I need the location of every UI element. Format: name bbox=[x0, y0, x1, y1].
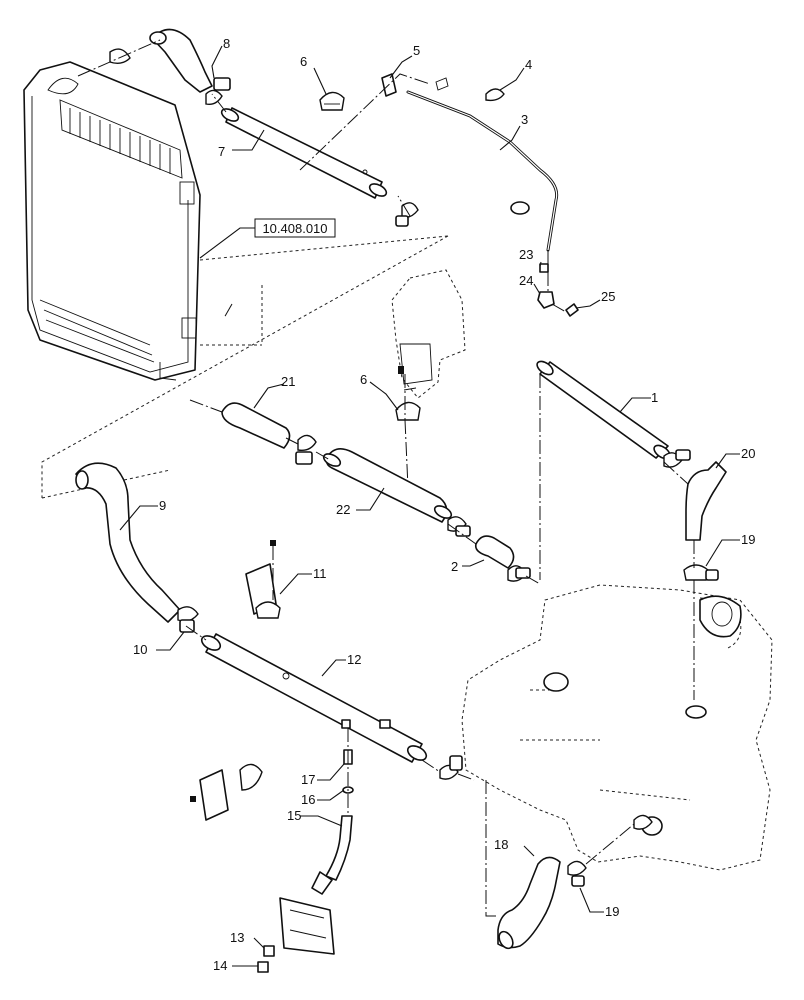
plug-26 bbox=[565, 303, 579, 317]
hose-22 bbox=[221, 402, 317, 465]
hose-9 bbox=[75, 462, 199, 633]
callout-11: 11 bbox=[313, 566, 327, 581]
valve-13 bbox=[263, 945, 275, 957]
radiator bbox=[23, 61, 201, 381]
engine-cap bbox=[543, 672, 569, 692]
hose-2 bbox=[474, 535, 531, 582]
callout-4: 4 bbox=[525, 57, 532, 72]
hose-21 bbox=[685, 461, 727, 541]
bracket-lower-left bbox=[190, 763, 263, 821]
callout-7: 7 bbox=[218, 144, 225, 159]
callout-6b: 6 bbox=[360, 372, 367, 387]
callout-2: 2 bbox=[451, 559, 458, 574]
engine-outlet bbox=[699, 595, 742, 638]
drain-bracket bbox=[279, 897, 335, 955]
callout-23: 22 bbox=[336, 502, 350, 517]
callout-25: 24 bbox=[519, 273, 533, 288]
line-3 bbox=[406, 90, 559, 252]
callout-14: 14 bbox=[213, 958, 227, 973]
callout-6a: 6 bbox=[300, 54, 307, 69]
callout-16: 16 bbox=[301, 792, 315, 807]
hose-23 bbox=[322, 448, 471, 537]
hose-18 bbox=[497, 856, 587, 950]
callout-17: 17 bbox=[301, 772, 315, 787]
callout-3: 3 bbox=[521, 112, 528, 127]
clamp-12-end bbox=[439, 755, 463, 780]
fitting-25 bbox=[537, 291, 555, 309]
engine-outline bbox=[461, 584, 773, 871]
callout-10: 10 bbox=[133, 642, 147, 657]
callout-13: 13 bbox=[230, 930, 244, 945]
reference-label: 10.408.010 bbox=[262, 221, 327, 236]
callout-12: 12 bbox=[347, 652, 361, 667]
bracket-outline bbox=[391, 269, 466, 399]
engine-inlet bbox=[685, 705, 707, 719]
callout-1: 1 bbox=[651, 390, 658, 405]
clamp-18-upper bbox=[633, 814, 653, 830]
callout-21: 20 bbox=[741, 446, 755, 461]
callout-19: 19 bbox=[605, 904, 619, 919]
tube-7 bbox=[220, 107, 419, 227]
callout-15: 15 bbox=[287, 808, 301, 823]
callout-24: 23 bbox=[519, 247, 533, 262]
callout-26: 25 bbox=[601, 289, 615, 304]
clamp-20 bbox=[683, 564, 719, 581]
clip-4 bbox=[485, 88, 505, 102]
callout-numbers: 8 6 5 4 3 7 23 24 25 21 6 1 20 22 9 19 2… bbox=[133, 36, 755, 973]
callout-leaders bbox=[119, 45, 740, 967]
callout-20: 19 bbox=[741, 532, 755, 547]
fitting-24 bbox=[539, 263, 549, 273]
clip-3 bbox=[510, 201, 530, 215]
reference-label-box[interactable]: 10.408.010 bbox=[199, 218, 336, 259]
callout-5: 5 bbox=[413, 43, 420, 58]
centerlines bbox=[77, 39, 689, 917]
callout-18: 18 bbox=[494, 837, 508, 852]
bracket-11 bbox=[245, 540, 281, 619]
hose-15 bbox=[311, 815, 353, 895]
callout-22: 21 bbox=[281, 374, 295, 389]
clamp-6-upper bbox=[319, 91, 345, 111]
tube-12 bbox=[200, 633, 428, 763]
radiator-mount-outline bbox=[41, 235, 449, 499]
cap-14 bbox=[257, 961, 269, 973]
callout-8: 8 bbox=[223, 36, 230, 51]
callout-9: 9 bbox=[159, 498, 166, 513]
tube-1 bbox=[536, 360, 691, 468]
clamp-6-lower bbox=[395, 401, 421, 421]
